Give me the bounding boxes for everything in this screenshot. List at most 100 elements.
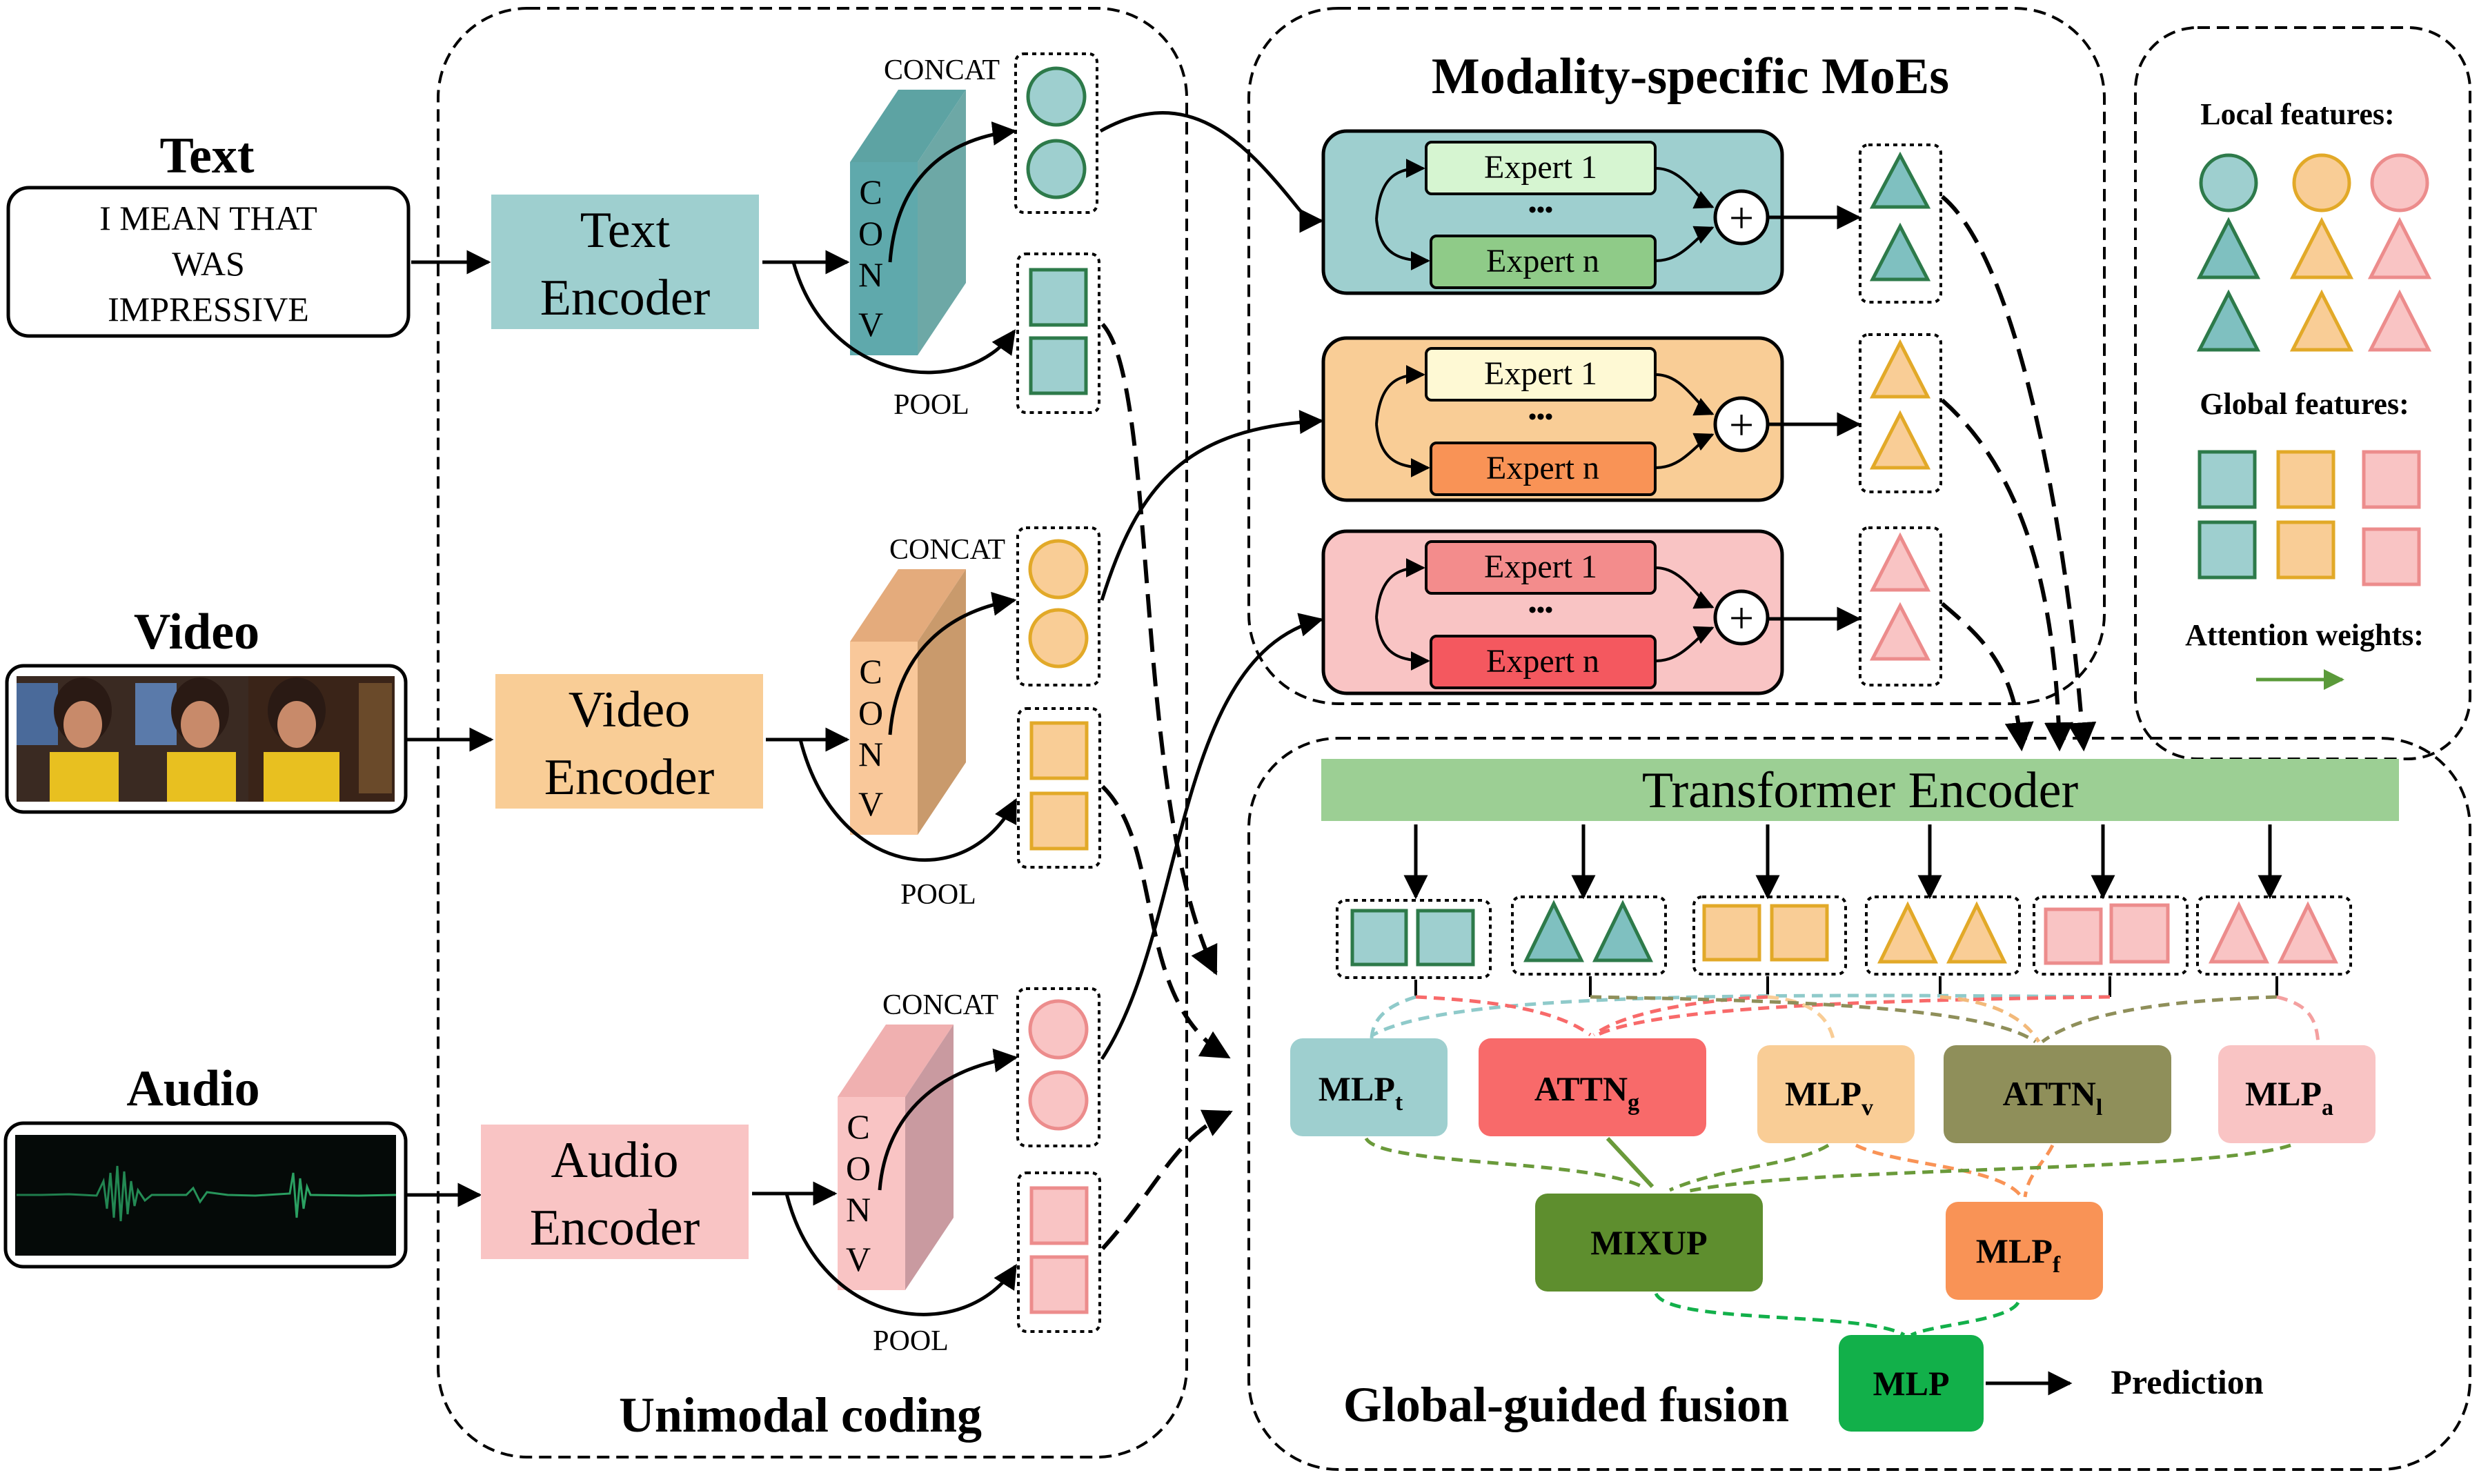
unimodal-section-label: Unimodal coding bbox=[619, 1387, 982, 1443]
audio-conv-block: C O N V bbox=[838, 1025, 954, 1290]
route-video-local-to-attn-l bbox=[1939, 995, 2041, 1043]
mixup-label: MIXUP bbox=[1590, 1223, 1707, 1262]
conv-letter: N bbox=[858, 255, 883, 294]
audio-local-to-moe-arrow bbox=[1100, 613, 1324, 1060]
moe-section-border bbox=[1247, 7, 2106, 705]
expert-n-label: Expert n bbox=[1486, 243, 1599, 279]
expert-n-label: Expert n bbox=[1486, 450, 1599, 486]
legend-audio-local-triangle bbox=[2367, 289, 2432, 352]
conv-letter: V bbox=[858, 305, 883, 344]
text-moe-block: Expert 1 ••• Expert n + bbox=[1321, 129, 1784, 295]
route-audio-global-to-mlp-t bbox=[1372, 993, 2111, 1037]
transformer-encoder-box bbox=[1321, 759, 2399, 821]
audio-pool-arrow bbox=[784, 1193, 1018, 1316]
audio-input: Audio bbox=[3, 1060, 408, 1269]
mlp-f-block bbox=[1946, 1202, 2103, 1300]
audio-moe-to-fusion-arrow bbox=[1941, 602, 2034, 752]
text-encoder-label-line-2: Encoder bbox=[540, 270, 711, 326]
video-moe-to-fusion-arrow bbox=[1941, 398, 2073, 752]
video-input: Video bbox=[5, 604, 408, 814]
route-mlp-a-to-mixup bbox=[1683, 1143, 2291, 1194]
video-encoder-label-line-1: Video bbox=[569, 682, 690, 738]
mixup-block bbox=[1535, 1194, 1763, 1292]
video-global-features-group bbox=[1017, 707, 1101, 869]
fused-audio-global-group bbox=[2033, 896, 2189, 976]
text-concat-label: CONCAT bbox=[884, 55, 1000, 86]
fused-video-local-group bbox=[1865, 896, 2021, 976]
text-input-box bbox=[6, 186, 411, 338]
audio-local-triangle bbox=[2208, 901, 2270, 964]
audio-global-square bbox=[1029, 1255, 1089, 1314]
expert-1-label: Expert 1 bbox=[1484, 355, 1597, 392]
mlp-v-block bbox=[1757, 1045, 1915, 1143]
legend-global-label: Global features: bbox=[2200, 387, 2409, 421]
text-global-square bbox=[1350, 909, 1408, 967]
video-global-square bbox=[1029, 721, 1089, 780]
video-moe-block: Expert 1 ••• Expert n + bbox=[1321, 336, 1784, 502]
attn-g-block bbox=[1479, 1038, 1706, 1136]
audio-global-to-fusion-arrow bbox=[1100, 1109, 1233, 1251]
text-conv-block: C O N V bbox=[850, 90, 966, 355]
audio-global-square bbox=[2109, 903, 2170, 964]
video-local-triangle bbox=[1869, 410, 1931, 470]
unimodal-section-border bbox=[437, 7, 1188, 1458]
audio-moe-block: Expert 1 ••• Expert n + bbox=[1321, 529, 1784, 695]
legend-local-label: Local features: bbox=[2200, 97, 2394, 131]
legend-audio-local-triangle bbox=[2367, 217, 2432, 279]
text-local-triangle bbox=[1523, 900, 1585, 962]
route-attn-g-to-mixup bbox=[1606, 1136, 1655, 1189]
legend-video-global-square bbox=[2276, 520, 2335, 580]
audio-concat-arrow bbox=[878, 1048, 1018, 1191]
audio-encoder-label-line-1: Audio bbox=[551, 1132, 679, 1189]
text-local-circle bbox=[1026, 66, 1087, 127]
legend-video-global-square bbox=[2276, 450, 2335, 509]
route-video-global-to-mlp-v bbox=[1767, 995, 1836, 1042]
video-pool-label: POOL bbox=[900, 879, 976, 911]
route-mlp-v-to-mlp-f bbox=[1855, 1143, 2024, 1198]
route-text-local-to-attn-l bbox=[1590, 995, 2037, 1044]
audio-input-title: Audio bbox=[126, 1060, 259, 1117]
text-global-features-group bbox=[1016, 253, 1100, 414]
sum-icon bbox=[1713, 589, 1770, 646]
legend-audio-global-square bbox=[2362, 527, 2421, 586]
route-attn-l-to-mlp-f bbox=[2023, 1144, 2055, 1198]
mlp-f-label: MLPf bbox=[1976, 1231, 2061, 1278]
mlp-a-label: MLPa bbox=[2245, 1074, 2333, 1120]
route-audio-global-to-attn-g bbox=[1596, 995, 2111, 1037]
transformer-encoder-label: Transformer Encoder bbox=[1642, 762, 2078, 819]
text-encoder-box bbox=[491, 195, 759, 329]
text-local-triangle bbox=[1869, 151, 1931, 209]
text-pool-label: POOL bbox=[893, 389, 969, 421]
video-encoder-box bbox=[495, 674, 763, 809]
text-encoder-label-line-1: Text bbox=[580, 202, 671, 259]
video-local-circle bbox=[1028, 539, 1089, 600]
audio-local-triangle bbox=[1869, 602, 1931, 661]
video-concat-label: CONCAT bbox=[889, 534, 1005, 566]
video-input-title: Video bbox=[134, 604, 259, 660]
prediction-label: Prediction bbox=[2111, 1363, 2263, 1401]
fusion-section-border bbox=[1247, 737, 2471, 1471]
video-concat-arrow bbox=[888, 591, 1017, 735]
video-frames-image bbox=[17, 676, 395, 802]
mlp-final-label: MLP bbox=[1873, 1364, 1949, 1403]
audio-concat-label: CONCAT bbox=[882, 989, 998, 1021]
audio-local-circle bbox=[1028, 1070, 1089, 1131]
mlp-v-label: MLPv bbox=[1785, 1074, 1873, 1120]
legend-text-global-square bbox=[2197, 450, 2257, 509]
mlp-t-block bbox=[1290, 1038, 1448, 1136]
legend-border bbox=[2134, 26, 2471, 760]
legend-video-local-triangle bbox=[2289, 217, 2354, 279]
text-moe-to-fusion-arrow bbox=[1941, 195, 2097, 752]
text-local-features-group bbox=[1014, 52, 1098, 214]
expert-1-label: Expert 1 bbox=[1484, 149, 1597, 186]
sum-symbol: + bbox=[1729, 400, 1754, 449]
fusion-section-label: Global-guided fusion bbox=[1343, 1377, 1789, 1432]
text-input-line-2: WAS bbox=[172, 244, 245, 283]
text-local-triangle bbox=[1869, 222, 1931, 281]
route-text-global-to-mlp-t bbox=[1370, 995, 1416, 1039]
text-pool-arrow bbox=[791, 261, 1016, 375]
video-global-square bbox=[1770, 904, 1829, 962]
mlp-t-label: MLPt bbox=[1318, 1069, 1403, 1116]
audio-encoder-box bbox=[481, 1125, 749, 1259]
text-local-to-moe-arrow bbox=[1099, 111, 1324, 233]
